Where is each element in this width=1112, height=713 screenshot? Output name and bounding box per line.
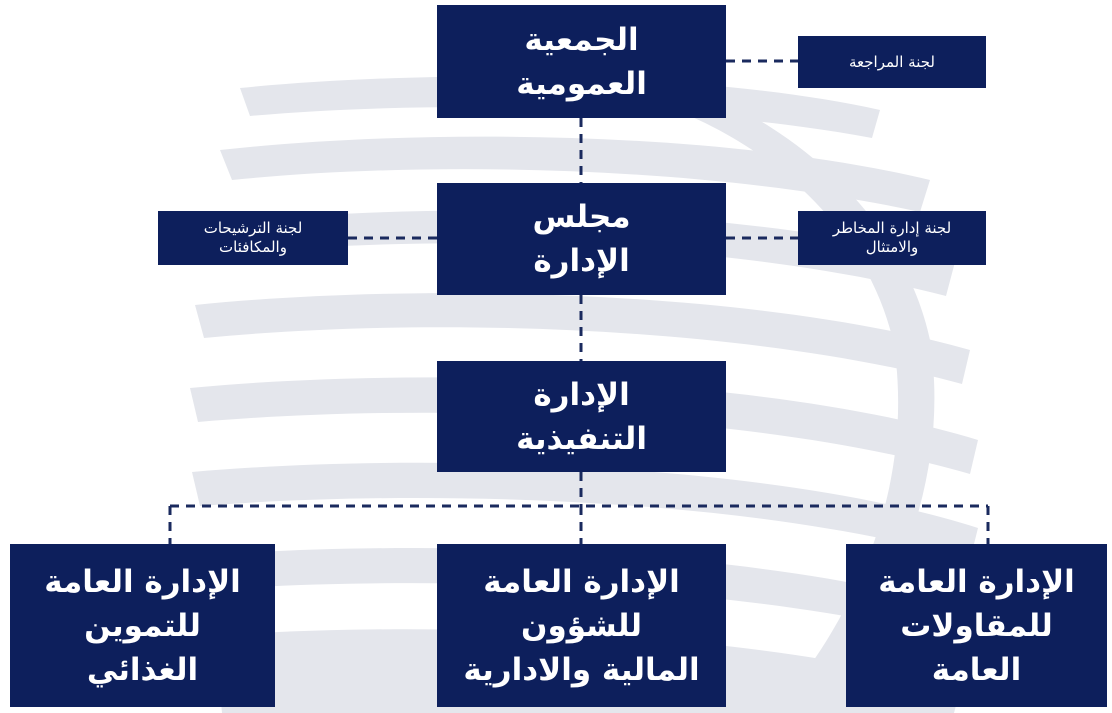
- node-text: الغذائي: [86, 651, 199, 688]
- node-text: الإدارة: [533, 376, 630, 413]
- node-text: والامتثال: [865, 238, 919, 256]
- node-text: للتموين: [84, 607, 201, 644]
- node-catering-dept: الإدارة العامة للتموين الغذائي: [10, 544, 275, 707]
- node-general-assembly: الجمعية العمومية: [437, 5, 726, 118]
- node-text: للمقاولات: [900, 607, 1053, 644]
- node-contracting-dept: الإدارة العامة للمقاولات العامة: [846, 544, 1107, 707]
- node-text: المالية والادارية: [463, 651, 700, 688]
- node-text: العامة: [931, 651, 1022, 688]
- node-text: الإدارة العامة: [878, 563, 1075, 600]
- node-risk-committee: لجنة إدارة المخاطر والامتثال: [798, 211, 986, 265]
- node-executive: الإدارة التنفيذية: [437, 361, 726, 472]
- node-text: مجلس: [532, 199, 631, 235]
- node-nominations-committee: لجنة الترشيحات والمكافئات: [158, 211, 348, 265]
- node-text: التنفيذية: [516, 420, 647, 457]
- node-text: لجنة المراجعة: [849, 52, 935, 71]
- node-text: الإدارة العامة: [44, 563, 241, 600]
- node-text: للشؤون: [521, 607, 643, 644]
- node-text: الجمعية: [524, 21, 639, 58]
- node-text: لجنة الترشيحات: [203, 219, 303, 237]
- node-text: لجنة إدارة المخاطر: [832, 219, 952, 237]
- node-text: والمكافئات: [219, 238, 287, 256]
- node-text: الإدارة: [533, 243, 630, 279]
- node-text: العمومية: [516, 65, 647, 102]
- node-finance-admin-dept: الإدارة العامة للشؤون المالية والادارية: [437, 544, 726, 707]
- node-board: مجلس الإدارة: [437, 183, 726, 295]
- node-audit-committee: لجنة المراجعة: [798, 36, 986, 88]
- node-text: الإدارة العامة: [483, 563, 680, 600]
